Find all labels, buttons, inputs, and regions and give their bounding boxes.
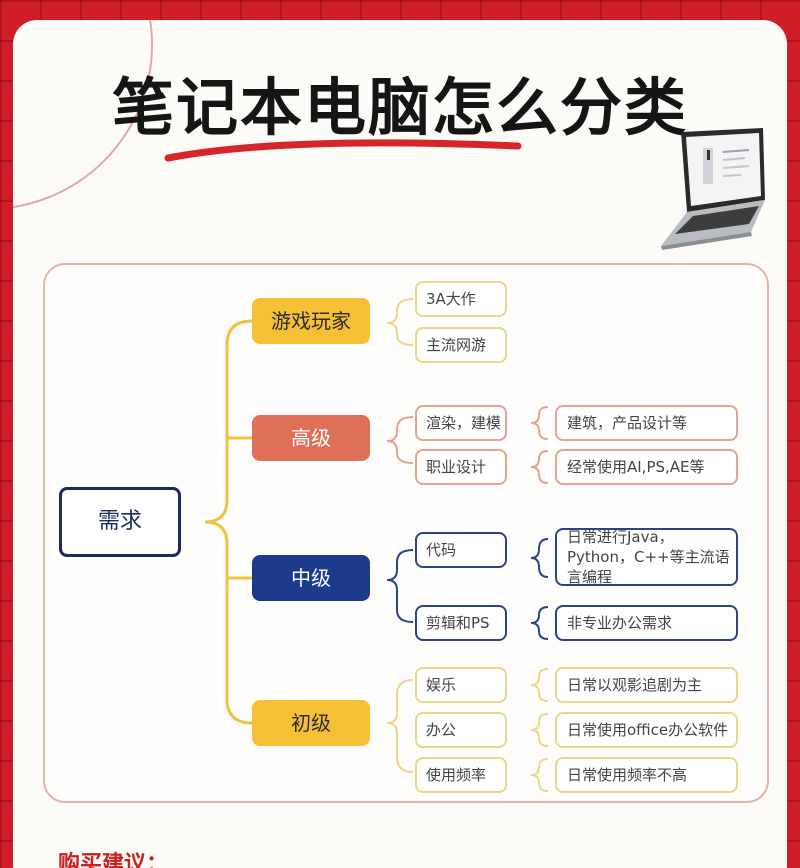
mid-sub-editing: 剪辑和PS [415, 605, 507, 641]
gaming-item-online: 主流网游 [415, 327, 507, 363]
root-node-demand: 需求 [59, 487, 181, 557]
entry-sub-entertainment: 娱乐 [415, 667, 507, 703]
category-gaming: 游戏玩家 [252, 298, 370, 344]
page-title: 笔记本电脑怎么分类 [111, 71, 688, 144]
entry-sub-frequency: 使用频率 [415, 757, 507, 793]
entry-detail-office: 日常使用office办公软件 [555, 712, 738, 748]
content-card: 笔记本电脑怎么分类 [13, 20, 787, 868]
high-sub-rendering: 渲染，建模 [415, 405, 507, 441]
entry-detail-frequency: 日常使用频率不高 [555, 757, 738, 793]
high-detail-rendering: 建筑，产品设计等 [555, 405, 738, 441]
title-underline [164, 139, 522, 162]
mid-detail-editing: 非专业办公需求 [555, 605, 738, 641]
mindmap-connectors [204, 298, 549, 792]
buy-advice-heading: 购买建议： [58, 852, 169, 868]
laptop-icon [661, 128, 765, 250]
category-entry: 初级 [252, 700, 370, 746]
entry-sub-office: 办公 [415, 712, 507, 748]
entry-detail-entertainment: 日常以观影追剧为主 [555, 667, 738, 703]
category-mid: 中级 [252, 555, 370, 601]
mid-detail-code: 日常进行Java，Python，C++等主流语言编程 [555, 528, 738, 586]
category-high: 高级 [252, 415, 370, 461]
mindmap-panel: 需求 游戏玩家 高级 中级 初级 3A大作 主流网游 渲染，建模 建筑，产品设计… [43, 263, 769, 803]
high-sub-design: 职业设计 [415, 449, 507, 485]
gaming-item-aaa: 3A大作 [415, 281, 507, 317]
high-detail-design: 经常使用AI,PS,AE等 [555, 449, 738, 485]
mid-sub-code: 代码 [415, 532, 507, 568]
